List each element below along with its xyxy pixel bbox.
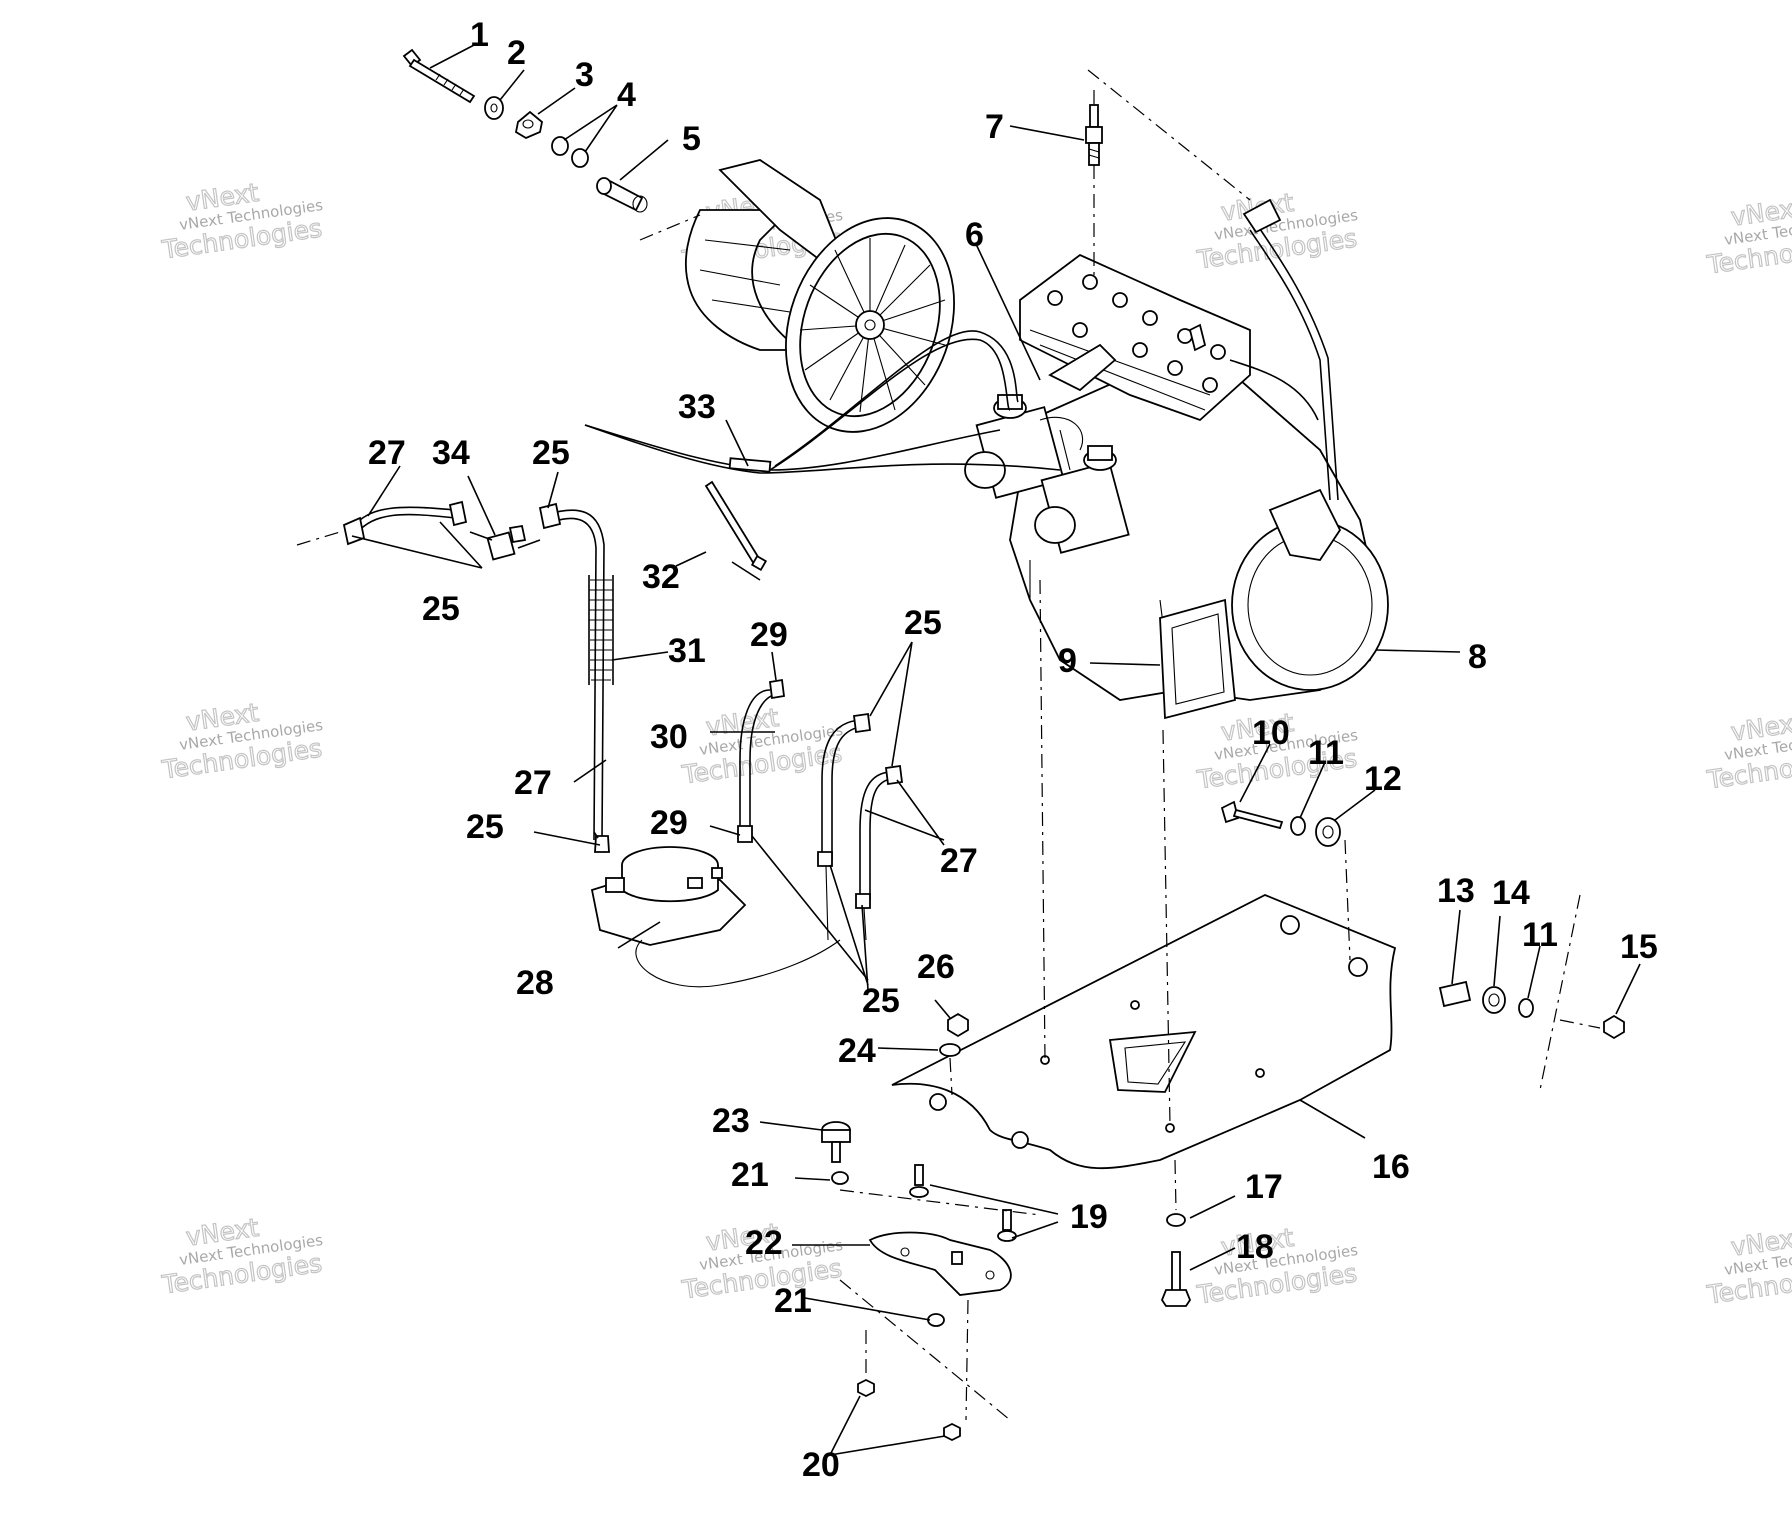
o-ring-part-4: [551, 136, 589, 168]
vent-hose-part-30: [737, 678, 786, 843]
callout-6: 6: [965, 216, 984, 254]
callout-10: 10: [1252, 714, 1290, 752]
cable-tie-part-32: [704, 480, 768, 572]
callout-25: 25: [904, 604, 942, 642]
callout-33: 33: [678, 388, 716, 426]
callout-25: 25: [862, 982, 900, 1020]
callout-25: 25: [422, 590, 460, 628]
callout-9: 9: [1058, 642, 1077, 680]
fuel-line-main-part-27: [538, 502, 610, 853]
callout-labels: 1 2 3 4 5 6 7 8 9 10 11 11 12 13 14 15 1…: [368, 16, 1658, 1484]
fuel-pump-part-28: [590, 846, 841, 988]
callout-26: 26: [917, 948, 955, 986]
rubber-bumper-part-23: [821, 1121, 851, 1163]
callout-4: 4: [617, 76, 636, 114]
callout-5: 5: [682, 120, 701, 158]
callout-25: 25: [466, 808, 504, 846]
callout-19: 19: [1070, 1198, 1108, 1236]
callout-20: 20: [802, 1446, 840, 1484]
callout-11: 11: [1308, 734, 1344, 772]
fuel-line-sleeve-part-31: [588, 575, 614, 685]
bolt-part-10: [1220, 800, 1284, 830]
washer-part-11-lower: [1518, 998, 1534, 1018]
callout-17: 17: [1245, 1168, 1283, 1206]
rubber-mount-part-12: [1315, 817, 1341, 847]
spacer-part-13: [1438, 980, 1472, 1008]
callout-29: 29: [650, 804, 688, 842]
callout-11: 11: [1522, 916, 1558, 954]
carburetor-right: [1034, 445, 1130, 554]
clutch-assembly: [684, 159, 955, 433]
engine-mount-plate-part-16: [891, 894, 1397, 1170]
washer-part-2: [484, 96, 504, 120]
alignment-lines: [296, 69, 1601, 1421]
fuel-line-upper-part-27: [342, 500, 468, 546]
callout-8: 8: [1468, 638, 1487, 676]
washer-part-17: [1166, 1213, 1186, 1227]
callout-25: 25: [532, 434, 570, 472]
throttle-cable-part-33: [584, 330, 1061, 474]
pulse-hose-part-27: [817, 712, 904, 941]
leader-lines: [351, 43, 1641, 1456]
callout-31: 31: [668, 632, 706, 670]
callout-22: 22: [745, 1224, 783, 1262]
nut-part-21-upper: [831, 1171, 849, 1185]
head-bolts: [1047, 274, 1226, 393]
spacer-part-5: [596, 177, 648, 213]
bracket-plate-part-22: [868, 1231, 1012, 1296]
fuel-valve-part-34: [469, 524, 541, 561]
callout-28: 28: [516, 964, 554, 1002]
callout-24: 24: [838, 1032, 876, 1070]
callout-30: 30: [650, 718, 688, 756]
callout-1: 1: [470, 16, 489, 54]
callout-29: 29: [750, 616, 788, 654]
callout-27: 27: [940, 842, 978, 880]
callout-12: 12: [1364, 760, 1402, 798]
rubber-mount-part-14: [1482, 986, 1506, 1014]
stud-part-19: [909, 1164, 1017, 1242]
callout-14: 14: [1492, 874, 1530, 912]
washer-part-24: [939, 1043, 961, 1057]
watermark-group: vNext vNext Technologies Technologies vN…: [159, 177, 1792, 1310]
washer-part-11-upper: [1290, 816, 1306, 836]
callout-27: 27: [514, 764, 552, 802]
nut-part-21-lower: [927, 1313, 945, 1327]
callout-2: 2: [507, 34, 526, 72]
callout-21: 21: [774, 1282, 812, 1320]
callout-13: 13: [1437, 872, 1475, 910]
callout-7: 7: [985, 108, 1004, 146]
bushing-part-3: [514, 110, 543, 140]
nut-part-15: [1603, 1014, 1625, 1040]
spark-plug-wire: [1229, 198, 1339, 501]
callout-18: 18: [1236, 1228, 1274, 1266]
fan-spokes: [799, 238, 946, 413]
callout-32: 32: [642, 558, 680, 596]
spark-plug-part-7: [1085, 104, 1103, 166]
callout-15: 15: [1620, 928, 1658, 966]
callout-34: 34: [432, 434, 470, 472]
callout-3: 3: [575, 56, 594, 94]
bolt-part-18: [1160, 1251, 1192, 1307]
nut-part-20: [857, 1378, 961, 1442]
callout-16: 16: [1372, 1148, 1410, 1186]
nut-part-26: [947, 1012, 969, 1038]
callout-27: 27: [368, 434, 406, 472]
intake-boot-part-9: [1159, 598, 1236, 720]
callout-21: 21: [731, 1156, 769, 1194]
callout-23: 23: [712, 1102, 750, 1140]
bolt-part-1: [402, 48, 476, 104]
